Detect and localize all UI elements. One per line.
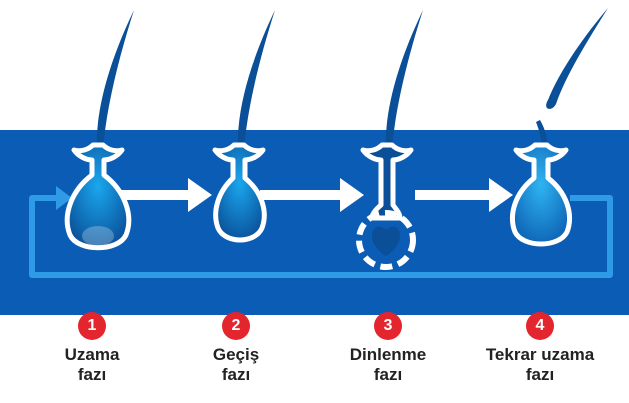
phase-number-badge: 3 [374,312,402,340]
loop-arrowhead-icon [56,186,72,210]
falling-hair-icon [546,8,608,109]
follicle-icon [510,120,572,247]
phase-number-badge: 1 [78,312,106,340]
phase-label: Tekrar uzama fazı [465,345,615,385]
phase-label: Geçiş fazı [161,345,311,385]
phase-label: Dinlenme fazı [313,345,463,385]
phase-number-badge: 4 [526,312,554,340]
arrow-right-icon [415,178,513,212]
follicle-icon [64,10,134,251]
follicle-icon [212,10,275,243]
phase-label-line1: Uzama [64,345,120,364]
arrow-right-icon [260,178,364,212]
phase-label-line2: fazı [525,365,555,384]
phase-label: Uzama fazı [17,345,167,385]
arrow-right-icon [110,178,212,212]
phase-label-line1: Dinlenme [349,345,427,364]
phase-label-line2: fazı [77,365,107,384]
phase-label-line2: fazı [221,365,251,384]
phase-label-line1: Geçiş [212,345,260,364]
phase-label-line2: fazı [373,365,403,384]
follicle-icon [356,10,423,270]
phase-number-badge: 2 [222,312,250,340]
phase-label-line1: Tekrar uzama [485,345,595,364]
cycle-loop-icon [29,195,613,278]
